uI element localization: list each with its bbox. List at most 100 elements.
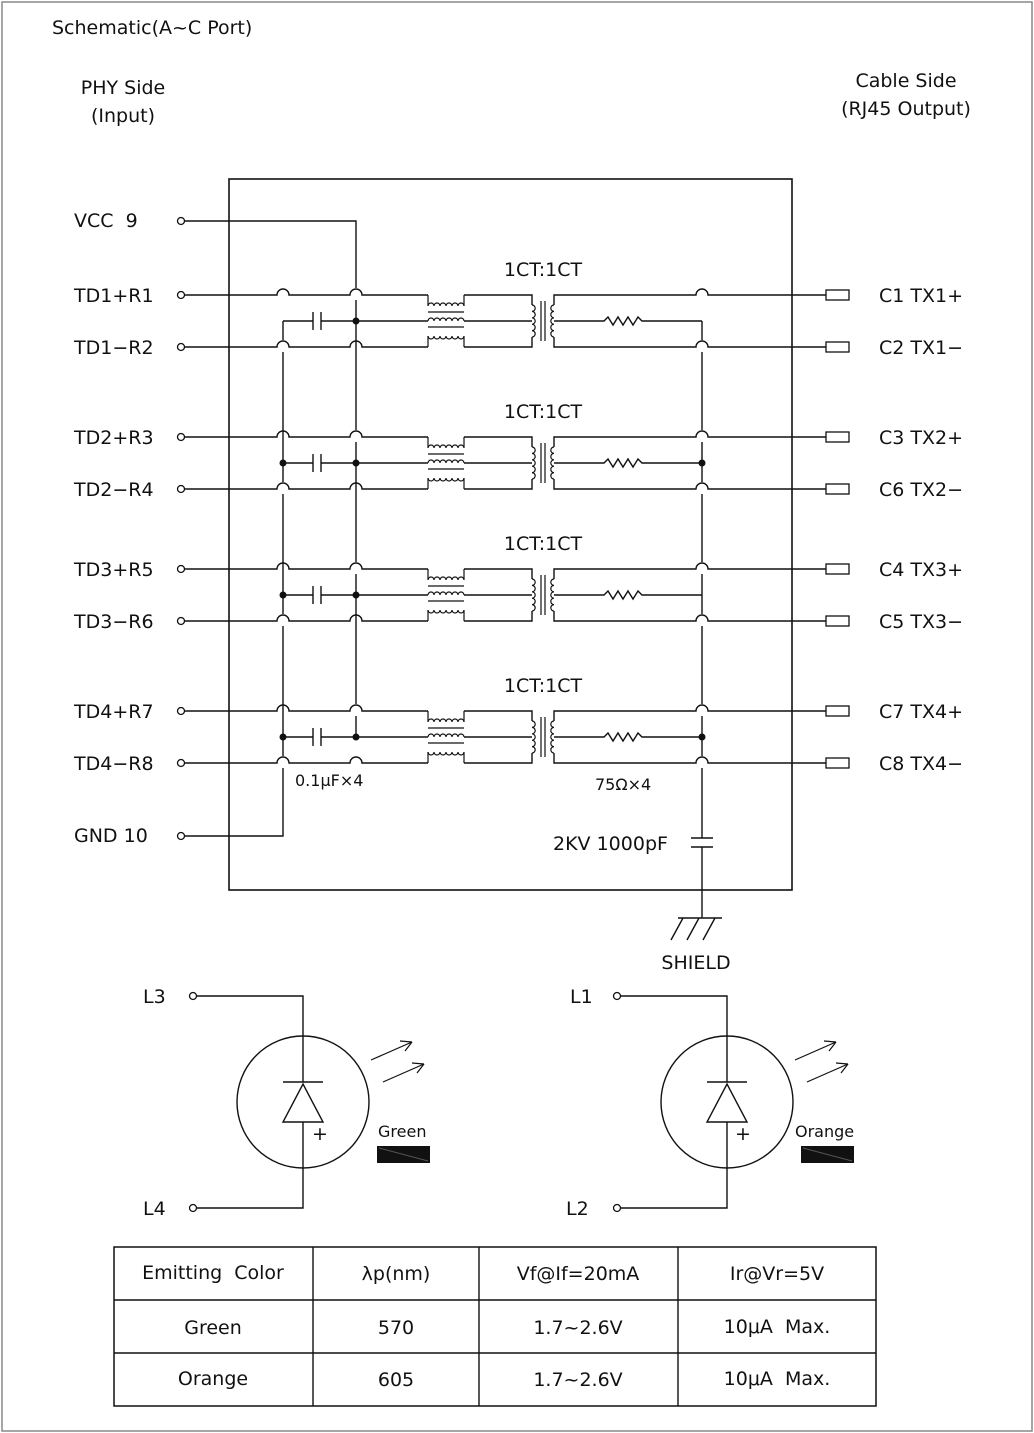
transformer-ratio-label: 1CT:1CT	[504, 533, 583, 555]
left-pin-label-minus: TD2−R4	[73, 479, 154, 501]
capacitor-note: 0.1μF×4	[295, 771, 363, 790]
choke-to-transformer-lines	[464, 436, 533, 490]
led-orange-bottom-pin	[612, 1203, 622, 1213]
input-line-plus	[184, 430, 428, 438]
cable-side-label: Cable Side	[855, 70, 956, 92]
led-green-swatch-mark	[378, 1147, 429, 1162]
table-cell: 1.7~2.6V	[533, 1369, 622, 1391]
table-cell: 1.7~2.6V	[533, 1317, 622, 1339]
bus-wiring	[184, 220, 722, 941]
transformer-primary	[531, 304, 536, 338]
table-outline	[113, 1246, 877, 1407]
phy-side-label: PHY Side	[81, 77, 165, 99]
table-header-color: Emitting Color	[142, 1262, 284, 1284]
transformer-secondary	[550, 578, 555, 612]
gnd-pin	[176, 831, 186, 841]
transformer-primary	[531, 720, 536, 754]
input-pin-plus	[176, 432, 186, 442]
transformer-ratio-label: 1CT:1CT	[504, 259, 583, 281]
output-line-minus	[553, 479, 826, 490]
output-line-plus	[553, 562, 826, 579]
junction-dot	[352, 733, 360, 741]
led-green-light-arrows	[370, 1040, 425, 1083]
transformer-secondary	[550, 446, 555, 480]
rj45-pin-plus	[825, 705, 850, 717]
left-pin-label-minus: TD4−R8	[73, 753, 154, 775]
led-green-top-pin	[188, 991, 198, 1001]
chassis-ground-tick-1	[670, 917, 684, 941]
chassis-ground-tick-2	[686, 917, 700, 941]
input-pin-plus	[176, 706, 186, 716]
led-green-bottom-pin	[188, 1203, 198, 1213]
transformer-primary	[531, 578, 536, 612]
led-green-plus-mark: +	[312, 1123, 328, 1145]
choke-winding	[427, 576, 465, 581]
choke-to-transformer-lines	[464, 710, 533, 764]
table-header-ir: Ir@Vr=5V	[730, 1263, 824, 1285]
vcc-label: VCC 9	[74, 210, 138, 232]
output-line-minus	[553, 753, 826, 764]
choke-winding	[427, 444, 465, 449]
input-pin-minus	[176, 484, 186, 494]
choke-winding	[427, 477, 465, 482]
led-green-bottom-pin-label: L4	[143, 1198, 166, 1220]
led-orange: L1 L2 + Orange	[566, 986, 854, 1220]
termination-resistor	[554, 457, 702, 469]
resistor-note: 75Ω×4	[595, 775, 651, 794]
left-pin-label-minus: TD3−R6	[73, 611, 154, 633]
termination-resistor	[554, 589, 702, 601]
choke-winding	[427, 302, 465, 307]
rj45-pin-minus	[825, 341, 850, 353]
output-line-minus	[553, 611, 826, 622]
rj45-pin-minus	[825, 615, 850, 627]
input-line-plus	[184, 562, 428, 570]
rj45-pin-plus	[825, 289, 850, 301]
led-green: L3 L4 + Green	[143, 986, 430, 1220]
schematic-title: Schematic(A~C Port)	[52, 17, 252, 39]
cable-side-sublabel: (RJ45 Output)	[841, 98, 971, 120]
choke-leads	[427, 711, 465, 763]
choke-winding	[427, 718, 465, 723]
led-orange-top-pin-label: L1	[570, 986, 593, 1008]
led-orange-body-circle	[660, 1035, 794, 1169]
choke-winding	[427, 751, 465, 756]
right-pin-label-plus: C4 TX3+	[879, 559, 963, 581]
left-pin-label-plus: TD4+R7	[73, 701, 154, 723]
vcc-pin	[176, 216, 186, 226]
chassis-ground-tick-3	[702, 917, 716, 941]
right-pin-label-plus: C3 TX2+	[879, 427, 963, 449]
led-green-wires	[197, 995, 304, 1209]
choke-winding	[427, 335, 465, 340]
termination-resistor	[554, 315, 702, 327]
right-pin-label-minus: C2 TX1−	[879, 337, 963, 359]
table-cell: Green	[184, 1317, 242, 1339]
module-outline	[228, 178, 793, 891]
hv-capacitor-label: 2KV 1000pF	[553, 833, 668, 855]
led-orange-swatch-mark	[802, 1147, 853, 1162]
table-cell: 10μA Max.	[724, 1316, 831, 1338]
shield-label: SHIELD	[661, 952, 730, 974]
input-line-minus	[184, 482, 428, 490]
rj45-pin-plus	[825, 431, 850, 443]
led-orange-top-pin	[612, 991, 622, 1001]
left-pin-label-plus: TD1+R1	[73, 285, 154, 307]
transformer-ratio-label: 1CT:1CT	[504, 675, 583, 697]
output-line-plus	[553, 430, 826, 447]
right-pin-label-minus: C6 TX2−	[879, 479, 963, 501]
led-orange-light-arrows	[794, 1040, 849, 1083]
led-green-diode-triangle	[281, 1082, 325, 1123]
transformer-secondary	[550, 304, 555, 338]
input-pin-minus	[176, 758, 186, 768]
table-header-wavelength: λp(nm)	[362, 1263, 431, 1285]
input-pin-plus	[176, 564, 186, 574]
gnd-label: GND 10	[74, 825, 148, 847]
led-orange-wires	[621, 995, 728, 1209]
output-line-plus	[553, 288, 826, 305]
choke-winding	[427, 459, 465, 464]
led-green-body-circle	[236, 1035, 370, 1169]
